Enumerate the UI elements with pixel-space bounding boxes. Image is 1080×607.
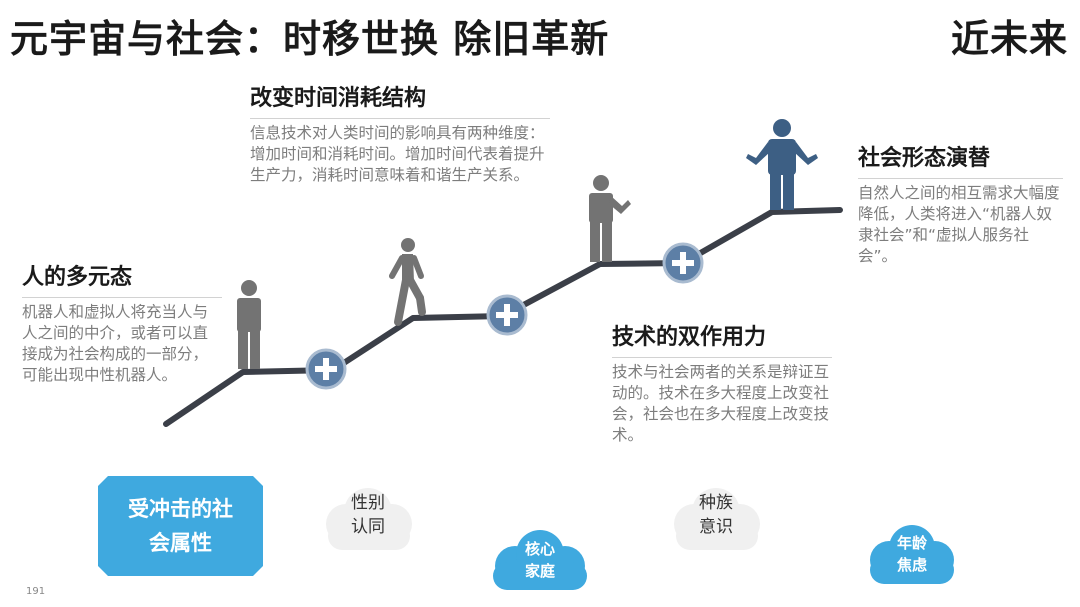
block-divider [22,297,222,298]
block-social-succession: 社会形态演替 自然人之间的相互需求大幅度降低，人类将进入“机器人奴隶社会”和“虚… [858,140,1063,267]
page-number: 191 [26,586,46,597]
cloud-text-line2: 认同 [351,517,385,537]
block-time-structure: 改变时间消耗结构 信息技术对人类时间的影响具有两种维度：增加时间和消耗时间。增加… [250,80,550,186]
impacted-social-attributes-tag: 受冲击的社会属性 [98,476,263,576]
corner-title: 近未来 [950,17,1068,61]
block-divider [858,178,1063,179]
cloud-text-line1: 年龄 [896,534,927,552]
cloud-ethnic-awareness: 种族 意识 [666,484,766,552]
cloud-text-line2: 意识 [699,517,733,537]
page-title: 元宇宙与社会：时移世换 除旧革新 [10,17,610,61]
cloud-shape-icon [674,488,760,550]
thinking-person-icon [589,175,631,262]
cloud-text-line2: 焦虑 [896,556,927,574]
cloud-core-family: 核心 家庭 [485,526,595,592]
block-heading: 改变时间消耗结构 [250,86,427,111]
cloud-shape-icon [870,525,954,584]
block-body: 信息技术对人类时间的影响具有两种维度：增加时间和消耗时间。增加时间代表着提升生产… [250,124,545,184]
block-heading: 技术的双作用力 [612,325,767,350]
cloud-shape-icon [326,488,412,550]
block-heading: 人的多元态 [22,265,133,290]
block-heading: 社会形态演替 [858,146,991,171]
block-body: 机器人和虚拟人将充当人与人之间的中介，或者可以直接成为社会构成的一部分，可能出现… [22,303,209,384]
shrugging-person-icon [746,119,818,210]
cloud-text-line1: 性别 [351,493,385,513]
cloud-text-line2: 家庭 [524,562,555,580]
cloud-gender-identity: 性别 认同 [318,484,418,552]
cloud-text-line1: 种族 [699,493,733,513]
block-tech-dual-force: 技术的双作用力 技术与社会两者的关系是辩证互动的。技术在多大程度上改变社会，社会… [612,319,832,446]
plus-circle-2-icon [486,294,528,336]
block-body: 技术与社会两者的关系是辩证互动的。技术在多大程度上改变社会，社会也在多大程度上改… [612,363,830,444]
cloud-text-line1: 核心 [524,540,555,558]
walking-person-icon [389,238,426,326]
block-body: 自然人之间的相互需求大幅度降低，人类将进入“机器人奴隶社会”和“虚拟人服务社会”… [858,184,1060,265]
block-divider [250,118,550,119]
standing-person-icon [237,280,261,369]
block-divider [612,357,832,358]
tag-label: 受冲击的社会属性 [128,497,233,555]
cloud-age-anxiety: 年龄 焦虑 [862,522,962,586]
plus-circle-3-icon [662,242,704,284]
cloud-shape-icon [493,530,587,590]
block-multiform-human: 人的多元态 机器人和虚拟人将充当人与人之间的中介，或者可以直接成为社会构成的一部… [22,259,222,386]
plus-circle-1-icon [305,348,347,390]
